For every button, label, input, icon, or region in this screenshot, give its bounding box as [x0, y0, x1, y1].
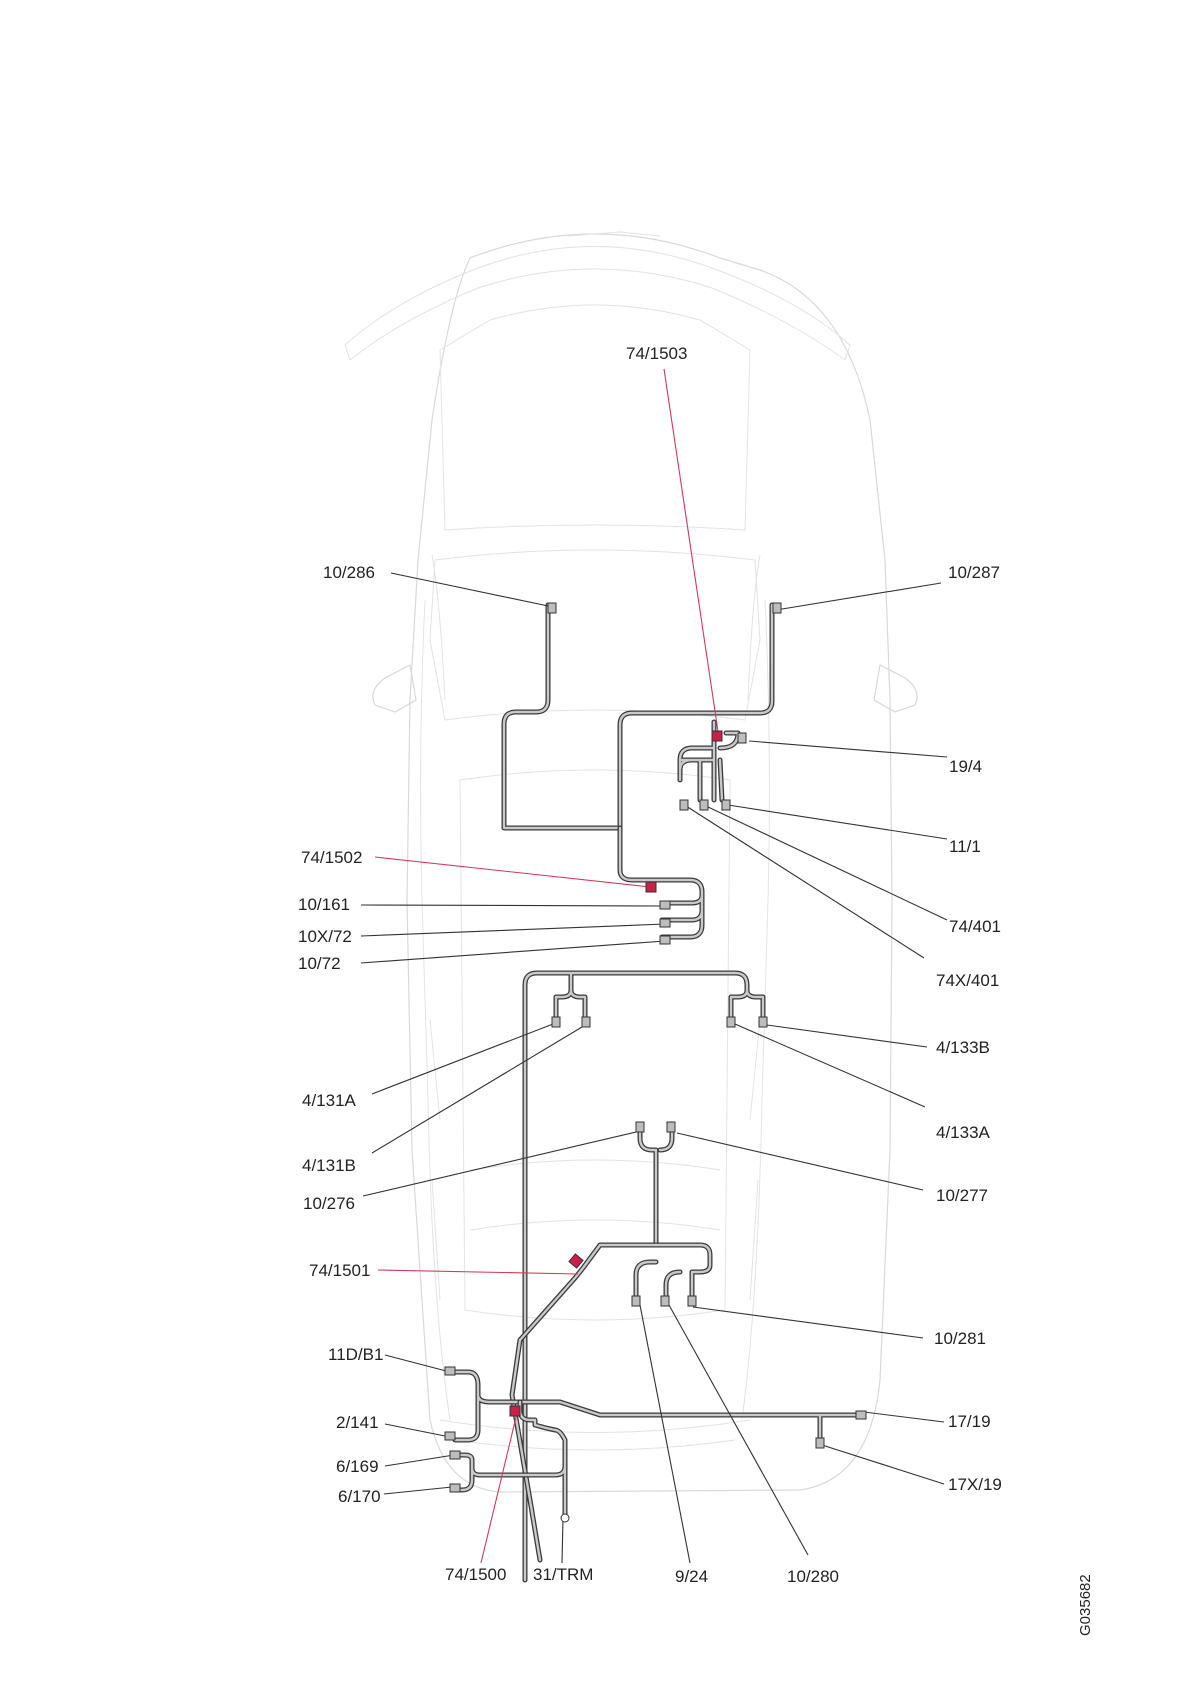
connector-11d-b1: [445, 1367, 455, 1375]
label-74-1503: 74/1503: [626, 344, 687, 363]
label-10-281: 10/281: [934, 1329, 986, 1348]
ground-point-31-trm: [561, 1514, 569, 1522]
label-6-170: 6/170: [338, 1487, 381, 1506]
connector-10-276: [636, 1122, 644, 1132]
connector-4-131a: [552, 1017, 560, 1027]
label-11d-b1: 11D/B1: [328, 1345, 383, 1364]
connector-10-277: [667, 1122, 675, 1132]
label-74-401: 74/401: [949, 917, 1001, 936]
label-10x-72: 10X/72: [298, 927, 352, 946]
connector-11-1: [722, 800, 730, 810]
label-4-133a: 4/133A: [936, 1123, 991, 1142]
label-74-1502: 74/1502: [301, 848, 362, 867]
connector-10-281: [688, 1296, 696, 1306]
connector-10-161: [660, 901, 670, 909]
label-2-141: 2/141: [336, 1413, 379, 1432]
connector-6-169: [450, 1451, 460, 1459]
wiring-harness: [455, 605, 860, 1580]
connector-4-131b: [582, 1017, 590, 1027]
connector-74-1501: [569, 1254, 583, 1268]
label-10-276: 10/276: [303, 1194, 355, 1213]
label-31-trm: 31/TRM: [533, 1565, 593, 1584]
label-17x-19: 17X/19: [948, 1475, 1002, 1494]
label-10-72: 10/72: [298, 954, 341, 973]
connector-labels: 74/1503 10/286 10/287 19/4 11/1 74/1502 …: [298, 344, 1094, 1636]
connector-10-280: [661, 1296, 669, 1306]
car-outline: [345, 232, 917, 1492]
connector-6-170: [450, 1484, 460, 1492]
label-10-287: 10/287: [948, 563, 1000, 582]
leader-lines: [361, 369, 947, 1563]
connector-74-1500: [510, 1406, 520, 1416]
connector-10x-72: [660, 919, 670, 927]
label-4-133b: 4/133B: [936, 1038, 990, 1057]
label-17-19: 17/19: [948, 1412, 991, 1431]
connector-10-287: [773, 603, 781, 613]
label-9-24: 9/24: [675, 1567, 708, 1586]
connector-17-19: [856, 1411, 866, 1419]
connector-17x-19: [816, 1438, 824, 1448]
connector-9-24: [632, 1296, 640, 1306]
connector-4-133a: [727, 1017, 735, 1027]
label-10-280: 10/280: [787, 1567, 839, 1586]
label-19-4: 19/4: [949, 757, 982, 776]
connector-10-286: [548, 603, 556, 613]
label-4-131a: 4/131A: [302, 1091, 357, 1110]
connector-2-141: [445, 1432, 455, 1440]
label-10-286: 10/286: [323, 563, 375, 582]
label-74-1501: 74/1501: [309, 1261, 370, 1280]
connector-74x-401: [680, 800, 688, 810]
label-6-169: 6/169: [336, 1457, 379, 1476]
connector-74-1502: [646, 882, 656, 892]
connector-19-4: [738, 733, 746, 743]
connector-4-133b: [759, 1017, 767, 1027]
connector-10-72: [660, 936, 670, 944]
figure-code: G035682: [1077, 1574, 1094, 1636]
label-10-277: 10/277: [936, 1186, 988, 1205]
connector-74-1503: [712, 731, 722, 741]
label-11-1: 11/1: [949, 837, 981, 856]
connector-74-401: [700, 800, 708, 810]
label-4-131b: 4/131B: [302, 1156, 356, 1175]
label-74-1500: 74/1500: [445, 1565, 506, 1584]
label-10-161: 10/161: [298, 895, 350, 914]
label-74x-401: 74X/401: [936, 971, 999, 990]
